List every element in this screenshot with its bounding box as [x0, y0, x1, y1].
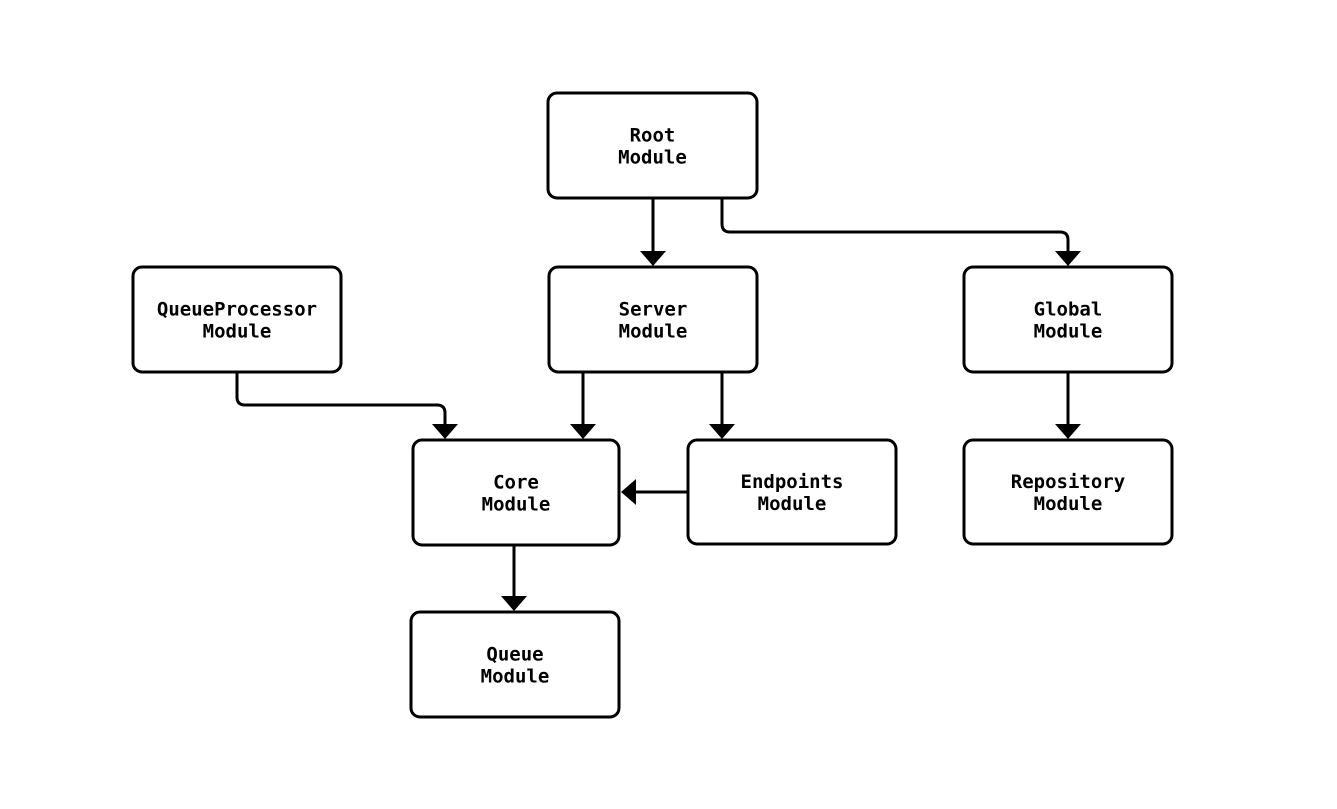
- edge-core-to-queue: [501, 545, 527, 611]
- node-box: [409, 610, 621, 719]
- arrowhead-icon: [640, 251, 666, 266]
- edge-line-queueprocessor-to-core: [235, 372, 447, 426]
- arrowhead-icon: [621, 479, 636, 505]
- node-box: [547, 265, 759, 374]
- node-box: [962, 438, 1174, 546]
- node-box: [686, 438, 898, 546]
- arrowhead-icon: [1055, 424, 1081, 439]
- edge-root-to-global: [720, 198, 1081, 266]
- edge-server-to-core: [570, 372, 596, 439]
- node-box: [546, 91, 759, 200]
- edge-endpoints-to-core: [621, 479, 688, 505]
- node-box: [962, 265, 1174, 374]
- arrowhead-icon: [432, 424, 458, 439]
- edge-queueprocessor-to-core: [235, 372, 458, 439]
- arrowhead-icon: [709, 424, 735, 439]
- edge-line-root-to-global: [720, 198, 1070, 253]
- arrowhead-icon: [501, 596, 527, 611]
- edge-server-to-endpoints: [709, 372, 735, 439]
- edge-root-to-server: [640, 198, 666, 266]
- node-box: [411, 438, 621, 547]
- edge-global-to-repository: [1055, 372, 1081, 439]
- arrowhead-icon: [570, 424, 596, 439]
- arrowhead-icon: [1055, 251, 1081, 266]
- node-box: [131, 265, 343, 374]
